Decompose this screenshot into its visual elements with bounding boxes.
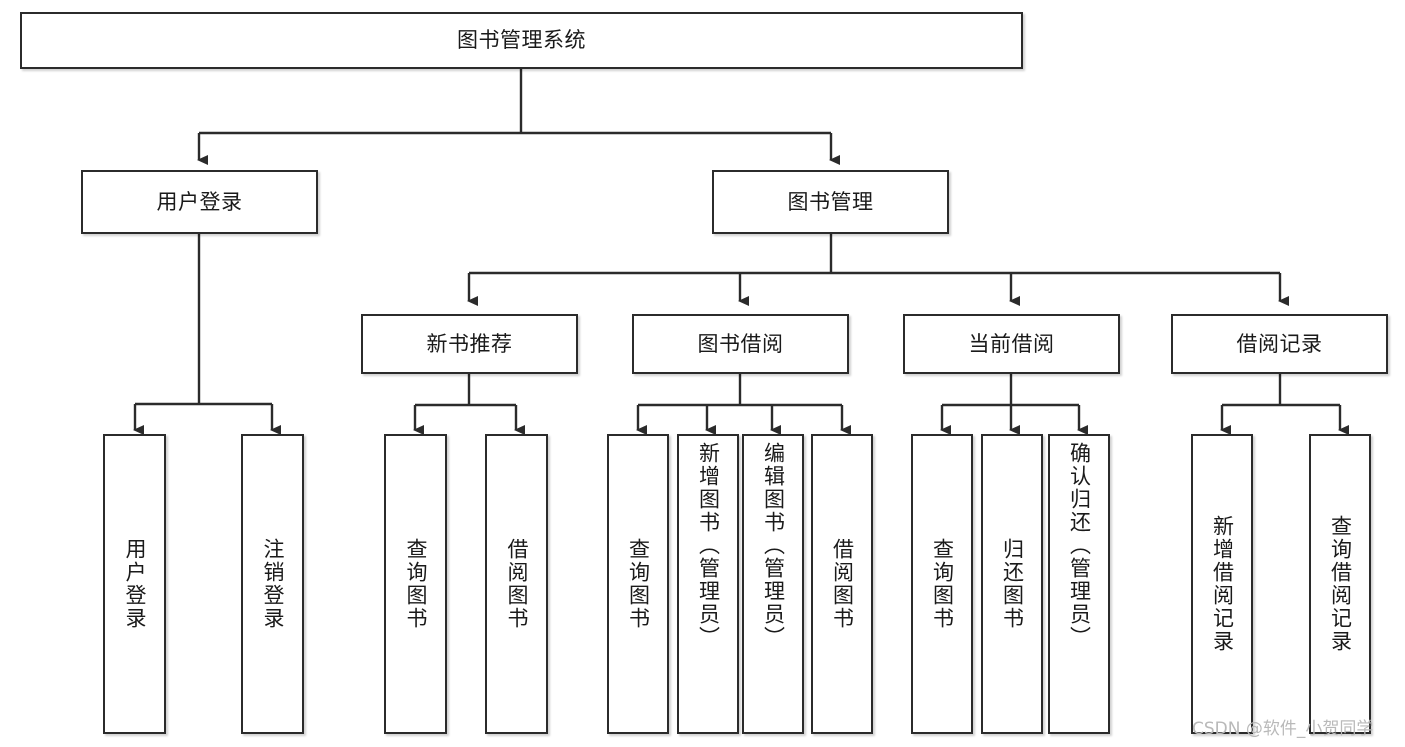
node-leaf-add-book-admin[interactable]: 新增图书（管理员） bbox=[677, 434, 739, 734]
node-new-book-recommend[interactable]: 新书推荐 bbox=[361, 314, 578, 374]
node-borrow-records-label: 借阅记录 bbox=[1236, 331, 1323, 356]
node-leaf-return-book-label: 归还图书 bbox=[1000, 538, 1025, 630]
node-leaf-confirm-return-admin[interactable]: 确认归还（管理员） bbox=[1048, 434, 1110, 734]
node-leaf-search-book-1[interactable]: 查询图书 bbox=[384, 434, 447, 734]
node-leaf-search-book-1-label: 查询图书 bbox=[404, 538, 428, 630]
node-leaf-logout[interactable]: 注销登录 bbox=[241, 434, 304, 734]
node-leaf-search-borrow-record-label: 查询借阅记录 bbox=[1328, 515, 1353, 653]
node-leaf-search-borrow-record[interactable]: 查询借阅记录 bbox=[1309, 434, 1371, 734]
node-leaf-borrow-book-1[interactable]: 借阅图书 bbox=[485, 434, 548, 734]
watermark: CSDN @软件_小贺同学 bbox=[1192, 719, 1374, 739]
node-new-book-recommend-label: 新书推荐 bbox=[426, 331, 513, 356]
node-leaf-logout-label: 注销登录 bbox=[261, 538, 285, 630]
node-leaf-borrow-book-2[interactable]: 借阅图书 bbox=[811, 434, 873, 734]
node-user-login[interactable]: 用户登录 bbox=[81, 170, 318, 234]
node-leaf-edit-book-admin-label: 编辑图书（管理员） bbox=[761, 442, 786, 649]
node-leaf-add-borrow-record[interactable]: 新增借阅记录 bbox=[1191, 434, 1253, 734]
node-book-management[interactable]: 图书管理 bbox=[712, 170, 949, 234]
node-root[interactable]: 图书管理系统 bbox=[20, 12, 1023, 69]
node-leaf-search-book-2[interactable]: 查询图书 bbox=[607, 434, 669, 734]
node-borrow-records[interactable]: 借阅记录 bbox=[1171, 314, 1388, 374]
node-leaf-add-book-admin-label: 新增图书（管理员） bbox=[696, 442, 721, 649]
node-leaf-search-book-2-label: 查询图书 bbox=[626, 538, 651, 630]
node-leaf-return-book[interactable]: 归还图书 bbox=[981, 434, 1043, 734]
node-book-borrow-label: 图书借阅 bbox=[697, 331, 784, 356]
node-book-borrow[interactable]: 图书借阅 bbox=[632, 314, 849, 374]
node-leaf-user-login[interactable]: 用户登录 bbox=[103, 434, 166, 734]
node-current-borrow[interactable]: 当前借阅 bbox=[903, 314, 1120, 374]
node-book-management-label: 图书管理 bbox=[787, 189, 874, 214]
node-leaf-confirm-return-admin-label: 确认归还（管理员） bbox=[1067, 442, 1092, 649]
node-leaf-user-login-label: 用户登录 bbox=[123, 538, 147, 630]
node-leaf-edit-book-admin[interactable]: 编辑图书（管理员） bbox=[742, 434, 804, 734]
node-leaf-borrow-book-2-label: 借阅图书 bbox=[830, 538, 855, 630]
node-current-borrow-label: 当前借阅 bbox=[968, 331, 1055, 356]
node-leaf-search-book-3[interactable]: 查询图书 bbox=[911, 434, 973, 734]
node-leaf-borrow-book-1-label: 借阅图书 bbox=[505, 538, 529, 630]
node-leaf-add-borrow-record-label: 新增借阅记录 bbox=[1210, 515, 1235, 653]
node-leaf-search-book-3-label: 查询图书 bbox=[930, 538, 955, 630]
node-root-label: 图书管理系统 bbox=[457, 28, 586, 53]
node-user-login-label: 用户登录 bbox=[156, 189, 243, 214]
